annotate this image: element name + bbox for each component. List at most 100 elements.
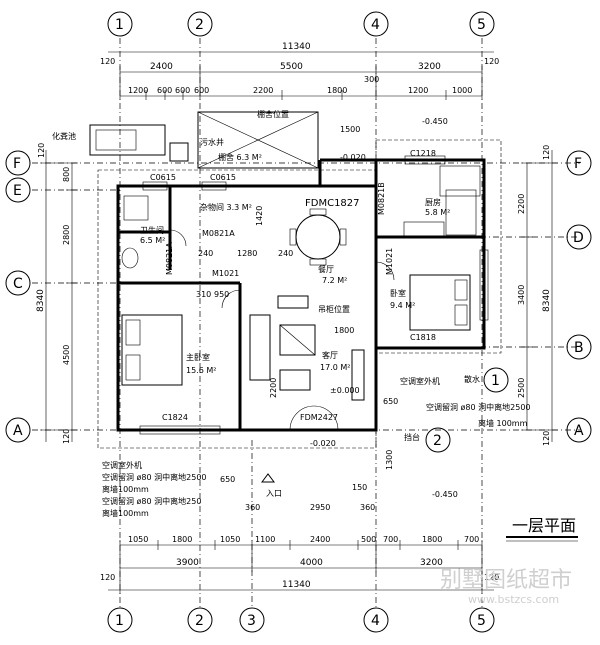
dim-top-r2-3: 600 — [194, 86, 209, 95]
label-ac-wall1: 离墙100mm — [102, 484, 149, 494]
dim-360a: 360 — [245, 503, 260, 512]
label-m0821a: M0821A — [202, 229, 235, 238]
label-m1021a: M1021 — [212, 269, 239, 278]
dim-left-800: 800 — [62, 167, 71, 182]
label-elev-m0020a: -0.020 — [340, 153, 366, 162]
label-c1218: C1218 — [410, 149, 436, 158]
dim-bot-r1-2: 1050 — [220, 535, 240, 544]
label-ac-outdoor3: 空调室外机 — [400, 376, 440, 386]
label-bedroom: 卧室 — [390, 288, 406, 298]
dim-right-3400: 3400 — [517, 285, 526, 305]
dim-240a: 240 — [198, 249, 213, 258]
dim-right-120b: 120 — [542, 431, 551, 446]
dim-1300: 1300 — [385, 450, 394, 470]
master-bed — [121, 314, 183, 386]
label-living: 客厅 — [322, 350, 338, 360]
dim-bot-r2-1: 4000 — [300, 558, 323, 568]
dim-650a: 650 — [220, 475, 235, 484]
dim-950: 950 — [214, 290, 229, 299]
drawing-title: 一层平面 — [506, 516, 578, 542]
shed-area — [89, 111, 319, 169]
label-elev-m0020b: -0.020 — [310, 439, 336, 448]
dim-1800: 1800 — [334, 326, 354, 335]
dim-top-300: 300 — [364, 75, 379, 84]
right-dimensions: 2200 3400 2500 8340 120 120 — [517, 145, 558, 446]
dim-2200: 2200 — [269, 378, 278, 398]
dim-top-total: 11340 — [282, 42, 311, 52]
inner-dims: 1500 1800 310 950 1280 240 240 1420 2950… — [196, 125, 398, 512]
dim-top-r2-5: 1800 — [327, 86, 347, 95]
label-ac-hole1: 空调留洞 ø80 洞中离地2500 — [102, 472, 207, 482]
axis-bottom-5: 5 — [477, 613, 486, 629]
axis-markers-left: F E C A — [5, 150, 31, 443]
axis-right-D: D — [573, 230, 584, 246]
dim-top-r1-0: 2400 — [150, 62, 173, 72]
dim-bot-r1-7: 1800 — [422, 535, 442, 544]
dim-top-r1-2: 3200 — [418, 62, 441, 72]
dim-bot-r1-0: 1050 — [128, 535, 148, 544]
label-c0615a: C0615 — [150, 173, 176, 182]
label-step: 挡台 — [404, 432, 420, 442]
axis-left-C: C — [13, 276, 23, 292]
dim-right-total: 8340 — [542, 289, 552, 312]
top-dimensions: 11340 120 120 2400 5500 3200 1200 600 60… — [100, 42, 499, 100]
dim-1420: 1420 — [255, 206, 264, 226]
label-m1021b: M1021 — [385, 248, 394, 275]
section-marker-1: 1 — [491, 373, 500, 389]
axis-top-2: 2 — [195, 17, 204, 33]
dim-top-120a: 120 — [100, 57, 115, 66]
label-c1824: C1824 — [162, 413, 188, 422]
label-ac-outdoor1: 空调室外机 — [102, 460, 142, 470]
bathroom-fixtures — [121, 195, 149, 269]
section-marker-2: 2 — [433, 433, 442, 449]
dim-top-r2-7: 1000 — [452, 86, 472, 95]
dim-650b: 650 — [383, 397, 398, 406]
dim-1500: 1500 — [340, 125, 360, 134]
label-fdmc1827: FDMC1827 — [305, 198, 360, 209]
doors — [169, 229, 395, 431]
dim-right-120a: 120 — [542, 145, 551, 160]
watermark-url: www.bstzcs.com — [468, 593, 559, 606]
label-fdm2427: FDM2427 — [300, 413, 338, 422]
dim-left-120: 120 — [37, 143, 46, 158]
room-labels: 化粪池 污水井 棚舍位置 棚舍 6.3 M² 杂物间 3.3 M² 卫生间 6.… — [52, 109, 450, 375]
dim-left-2800: 2800 — [62, 225, 71, 245]
label-dining-area: 7.2 M² — [322, 276, 347, 285]
dim-top-r2-6: 1200 — [408, 86, 428, 95]
label-ac-hole4: 空调留洞 ø80 洞中离地2500 — [426, 402, 531, 412]
label-m0821b: M0821B — [377, 182, 386, 215]
kitchen-counter — [403, 165, 481, 237]
label-kitchen-area: 5.8 M² — [425, 208, 450, 217]
dim-right-2200: 2200 — [517, 194, 526, 214]
dim-top-120b: 120 — [484, 57, 499, 66]
label-m0821c: M0821A — [165, 242, 174, 275]
dim-bot-total: 11340 — [282, 580, 311, 590]
label-elev-0: ±0.000 — [330, 386, 360, 395]
axis-markers-top: 1 2 4 5 — [107, 11, 495, 37]
label-shed-position: 棚舍位置 — [257, 109, 289, 119]
axis-bottom-1: 1 — [115, 613, 124, 629]
bottom-dimensions: 1050 1800 1050 1100 2400 500 700 1800 70… — [100, 535, 499, 594]
label-elev-m0450a: -0.450 — [422, 117, 448, 126]
axis-right-B: B — [574, 340, 584, 356]
dim-top-r2-2: 600 — [175, 86, 190, 95]
code-labels: C0615 C0615 C1218 FDMC1827 M0821A M0821B… — [150, 117, 458, 499]
dim-360b: 360 — [360, 503, 375, 512]
label-drain: 散水 — [464, 374, 480, 384]
axis-top-1: 1 — [115, 17, 124, 33]
watermark-text: 别墅图纸超市 — [440, 568, 572, 593]
axis-bottom-4: 4 — [371, 613, 380, 629]
axis-left-E: E — [13, 183, 22, 199]
dining-table — [289, 208, 347, 266]
label-entrance: 入口 — [266, 489, 282, 498]
axis-markers-bottom: 1 2 3 4 5 — [107, 607, 495, 633]
dim-bot-r1-3: 1100 — [255, 535, 275, 544]
label-ac-wall4: 离墙 100mm — [478, 418, 528, 428]
dim-top-r2-1: 600 — [157, 86, 172, 95]
label-sewage-well: 污水井 — [200, 137, 224, 147]
annotations: 空调室外机 空调留洞 ø80 洞中离地2500 离墙100mm 空调留洞 ø80… — [102, 367, 531, 518]
axis-markers-right: F D B A — [566, 150, 592, 443]
label-septic: 化粪池 — [52, 131, 76, 141]
left-dimensions: 120 800 2800 4500 120 8340 — [36, 143, 78, 444]
